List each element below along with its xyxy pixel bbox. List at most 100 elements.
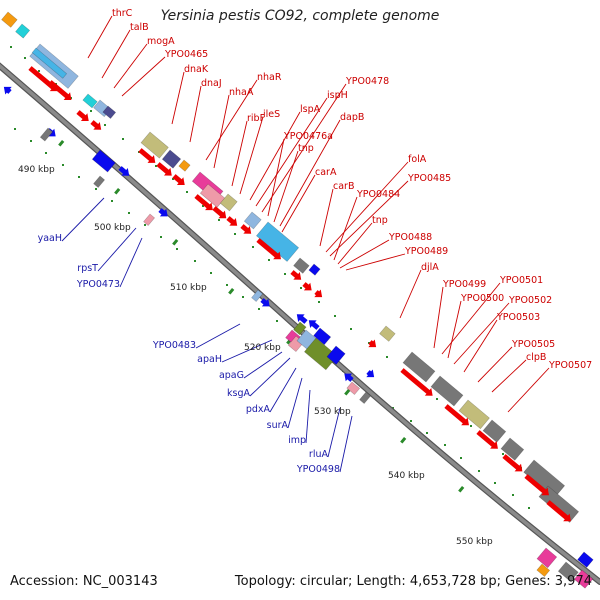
feature-block — [458, 399, 490, 430]
scale-label: 540 kbp — [388, 471, 425, 481]
gene-label-reverse: rpsT — [77, 263, 98, 274]
major-tick — [58, 140, 65, 147]
leader-line — [507, 367, 550, 413]
major-tick — [172, 239, 179, 246]
position-tick — [78, 176, 80, 178]
gene-label-forward: YPO0503 — [496, 312, 540, 323]
leader-line — [267, 138, 285, 217]
feature-block — [482, 419, 507, 443]
position-tick — [176, 248, 178, 250]
leader-line — [87, 15, 113, 59]
feature-block — [93, 175, 106, 188]
feature-block — [219, 193, 238, 212]
gene-label-reverse: YPO0483 — [152, 340, 196, 351]
leader-line — [61, 197, 105, 242]
position-tick — [478, 470, 480, 472]
leader-line — [325, 161, 409, 253]
position-tick — [30, 140, 32, 142]
position-tick — [528, 507, 530, 509]
leader-line — [463, 319, 498, 373]
gene-arrow — [314, 289, 323, 298]
leader-line — [205, 79, 258, 161]
leader-line — [273, 150, 299, 223]
leader-line — [119, 237, 143, 288]
feature-block — [293, 321, 307, 336]
gene-label-forward: YPO0465 — [164, 49, 208, 60]
gene-label-reverse: apaH — [197, 354, 222, 365]
major-tick — [228, 288, 235, 295]
gene-label-forward: tnp — [372, 215, 388, 226]
feature-block — [379, 325, 396, 342]
position-tick — [426, 432, 428, 434]
gene-arrow-reverse — [3, 86, 12, 95]
leader-line — [305, 389, 311, 444]
gene-label-forward: YPO0476a — [283, 131, 333, 142]
position-tick — [155, 165, 157, 167]
feature-block — [304, 337, 338, 371]
position-tick — [210, 272, 212, 274]
leader-line — [447, 300, 462, 359]
feature-block — [293, 257, 310, 274]
gene-label-forward: YPO0484 — [356, 189, 400, 200]
leader-line — [345, 253, 406, 271]
scale-label: 500 kbp — [94, 223, 131, 233]
gene-arrow — [76, 110, 89, 121]
feature-block — [573, 569, 594, 589]
feature-block — [31, 47, 68, 79]
leader-line — [269, 367, 297, 413]
position-tick — [242, 296, 244, 298]
position-tick — [470, 425, 472, 427]
gene-arrow — [212, 206, 227, 219]
major-tick — [114, 188, 121, 195]
leader-line — [97, 227, 137, 272]
position-tick — [45, 152, 47, 154]
gene-label-forward: YPO0489 — [404, 246, 448, 257]
gene-arrow — [48, 80, 72, 100]
gene-labels: thrCtalBmogAYPO0465dnaKdnaJnhaRnhaAribFi… — [38, 8, 593, 475]
major-tick — [458, 486, 465, 493]
leader-line — [213, 94, 230, 169]
gene-arrow — [524, 474, 549, 496]
position-tick — [334, 315, 336, 317]
gene-label-forward: lspA — [300, 104, 321, 115]
position-tick — [410, 420, 412, 422]
gene-label-forward: YPO0507 — [548, 360, 592, 371]
leader-line — [279, 119, 341, 227]
feature-block — [178, 159, 191, 172]
position-tick — [318, 301, 320, 303]
gene-label-forward: nhaA — [229, 87, 254, 98]
gene-label-forward: djlA — [421, 262, 439, 273]
gene-arrow — [256, 238, 281, 260]
feature-block — [39, 127, 54, 142]
gene-label-forward: ileS — [263, 109, 280, 120]
major-tick — [344, 389, 351, 396]
scale-label: 520 kbp — [244, 343, 281, 353]
position-tick — [268, 259, 270, 261]
gene-label-forward: carB — [333, 181, 354, 192]
position-tick — [202, 205, 204, 207]
gene-label-reverse: ksgA — [227, 388, 250, 399]
position-tick — [502, 453, 504, 455]
gene-label-forward: YPO0478 — [345, 76, 389, 87]
gene-label-forward: YPO0505 — [511, 339, 555, 350]
position-tick — [104, 124, 106, 126]
feature-block — [402, 351, 436, 383]
gene-arrow — [546, 500, 571, 522]
leader-line — [433, 286, 444, 349]
leader-line — [195, 323, 241, 349]
position-tick — [24, 57, 26, 59]
scale-label: 510 kbp — [170, 283, 207, 293]
gene-label-reverse: pdxA — [246, 404, 271, 415]
leader-line — [189, 85, 202, 143]
feature-block — [1, 11, 18, 28]
leader-line — [249, 357, 291, 397]
position-tick — [444, 444, 446, 446]
leader-line — [249, 111, 301, 201]
feature-block — [536, 547, 558, 569]
feature-block — [308, 263, 321, 276]
feature-block — [430, 375, 464, 407]
leader-line — [333, 196, 358, 261]
gene-label-forward: YPO0502 — [508, 295, 552, 306]
leader-line — [287, 377, 303, 429]
